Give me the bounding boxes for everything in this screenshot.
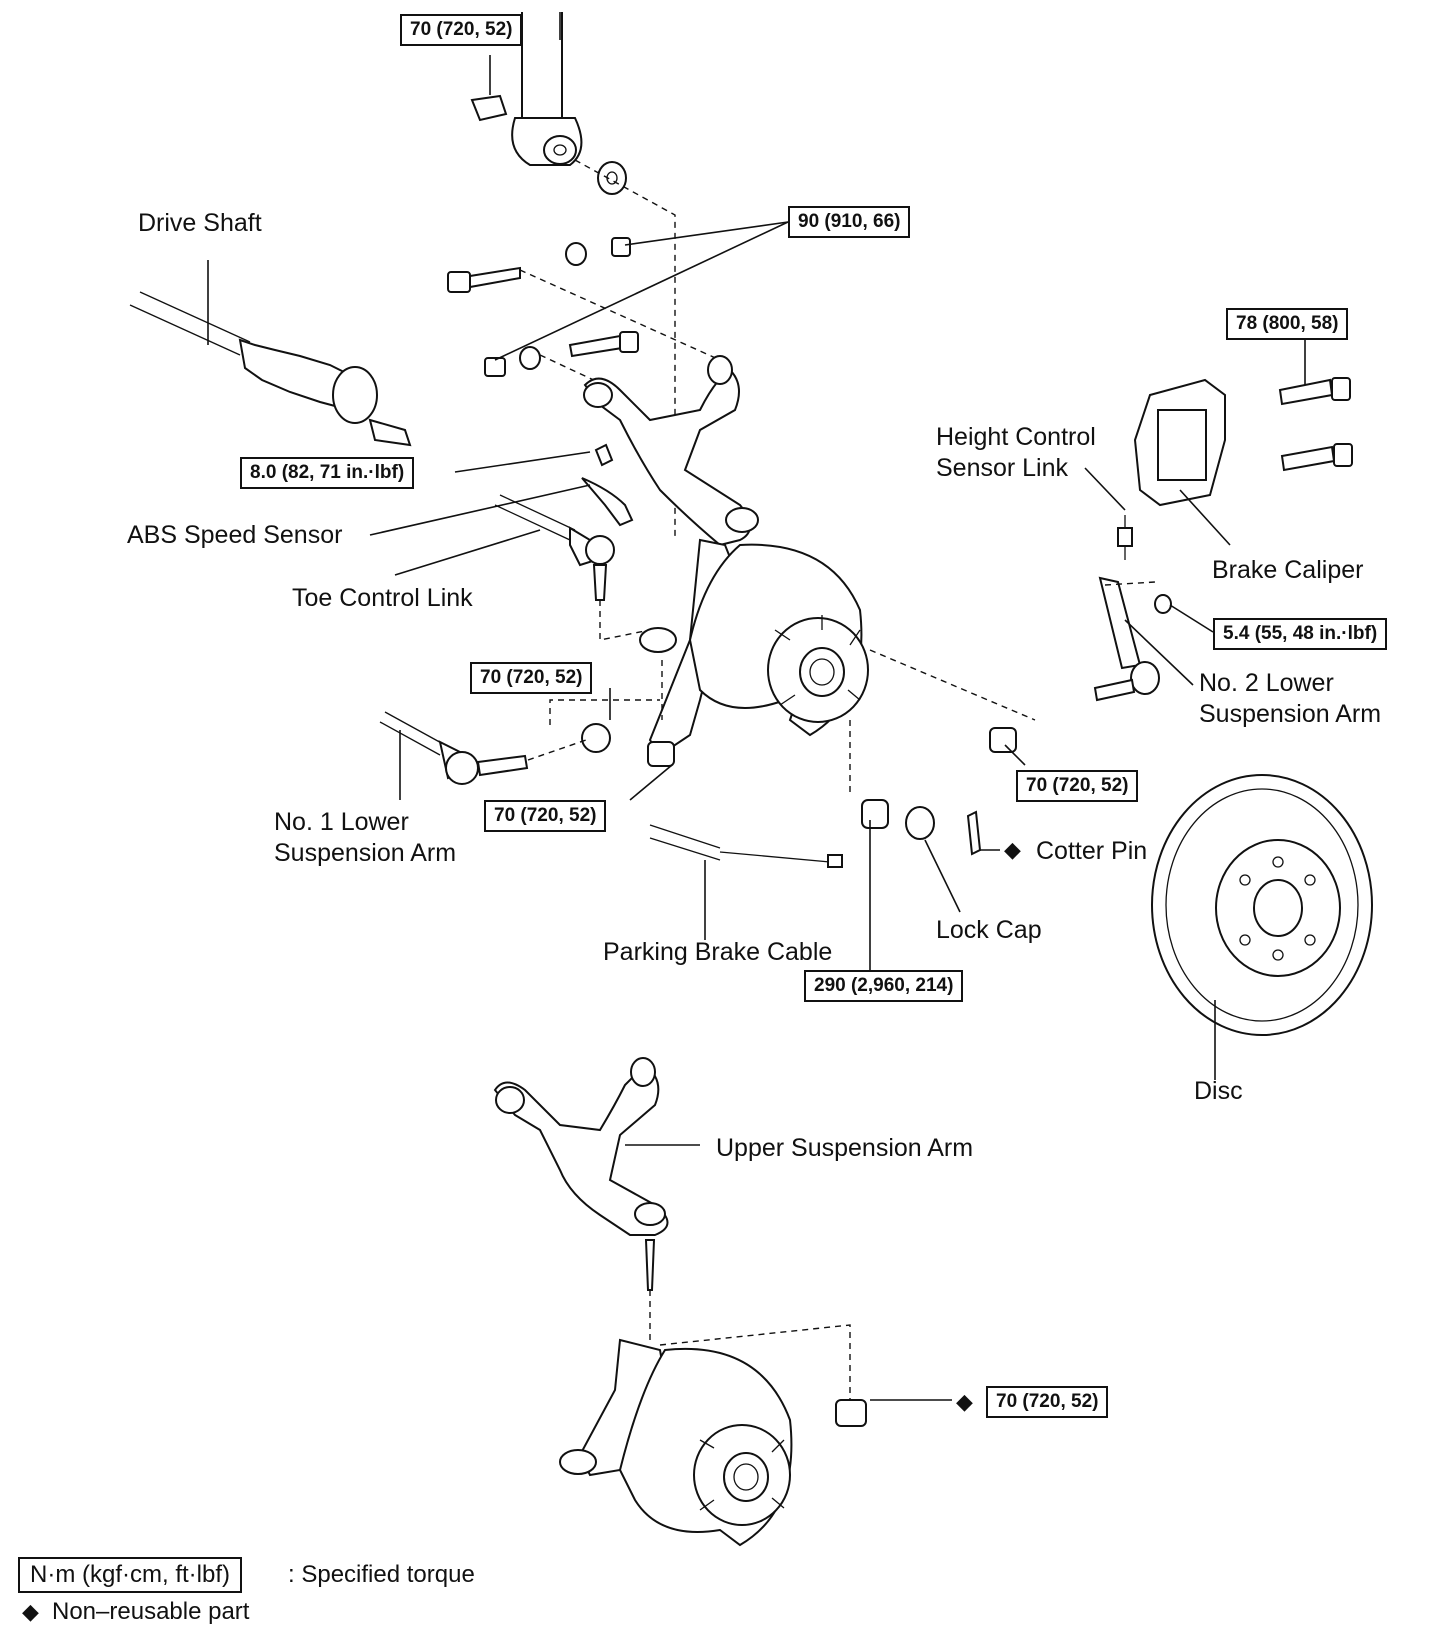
- label-cotter-pin: Cotter Pin: [1036, 837, 1148, 865]
- label-no2-lower-arm-1: No. 2 Lower: [1199, 669, 1334, 697]
- legend-nonreusable: Non–reusable part: [52, 1598, 250, 1625]
- legend-unit-box: N·m (kgf·cm, ft·lbf): [18, 1557, 242, 1593]
- label-abs-speed-sensor: ABS Speed Sensor: [127, 521, 343, 549]
- no2-lower-arm-part: [989, 576, 1172, 753]
- torque-caliper: 78 (800, 58): [1226, 308, 1349, 340]
- torque-height-sensor: 5.4 (55, 48 in.·lbf): [1213, 618, 1388, 650]
- torque-upper-arm-bolts: 90 (910, 66): [788, 206, 911, 238]
- label-lock-cap: Lock Cap: [936, 916, 1042, 944]
- knuckle-hub-detached: [559, 1338, 867, 1547]
- legend-diamond-icon: ◆: [22, 1599, 39, 1624]
- label-height-sensor-2: Sensor Link: [936, 454, 1069, 482]
- torque-shock-top: 70 (720, 52): [400, 14, 523, 46]
- torque-no1-arm-upper: 70 (720, 52): [470, 662, 593, 694]
- label-disc: Disc: [1194, 1077, 1243, 1105]
- shock-absorber: [470, 12, 627, 195]
- label-no1-lower-arm-1: No. 1 Lower: [274, 808, 409, 836]
- toe-link-part: [494, 494, 615, 601]
- label-height-sensor-1: Height Control: [936, 423, 1096, 451]
- leader-lines: [207, 12, 1306, 1401]
- disc-part: [1151, 774, 1373, 1036]
- upper-arm-bolts: [447, 237, 639, 377]
- label-toe-control-link: Toe Control Link: [292, 584, 473, 612]
- no1-lower-arm-part: [379, 711, 675, 785]
- torque-no2-arm: 70 (720, 52): [1016, 770, 1139, 802]
- knuckle-hub: [639, 538, 869, 757]
- upper-arm-detached: [493, 1057, 669, 1291]
- knuckle-nut-diamond-icon: ◆: [956, 1389, 973, 1414]
- torque-hub-nut: 290 (2,960, 214): [804, 970, 964, 1002]
- nonreusable-diamond-icon: ◆: [1004, 837, 1021, 862]
- label-brake-caliper: Brake Caliper: [1212, 556, 1364, 584]
- label-no2-lower-arm-2: Suspension Arm: [1199, 700, 1382, 728]
- upper-arm-assembled: [583, 355, 759, 547]
- abs-sensor-part: [581, 443, 634, 527]
- hub-nut-part: [861, 799, 982, 856]
- torque-knuckle-nut: 70 (720, 52): [986, 1386, 1109, 1418]
- height-sensor-part: [1117, 515, 1133, 560]
- brake-caliper-part: [1133, 377, 1353, 507]
- label-no1-lower-arm-2: Suspension Arm: [274, 839, 457, 867]
- drive-shaft: [129, 291, 412, 447]
- label-upper-suspension-arm: Upper Suspension Arm: [716, 1134, 974, 1162]
- torque-abs-sensor: 8.0 (82, 71 in.·lbf): [240, 457, 415, 489]
- parking-brake-cable-part: [649, 824, 843, 868]
- legend-unit-desc: : Specified torque: [288, 1561, 475, 1588]
- label-parking-brake-cable: Parking Brake Cable: [603, 938, 833, 966]
- torque-no1-arm-lower: 70 (720, 52): [484, 800, 607, 832]
- label-drive-shaft: Drive Shaft: [138, 209, 262, 237]
